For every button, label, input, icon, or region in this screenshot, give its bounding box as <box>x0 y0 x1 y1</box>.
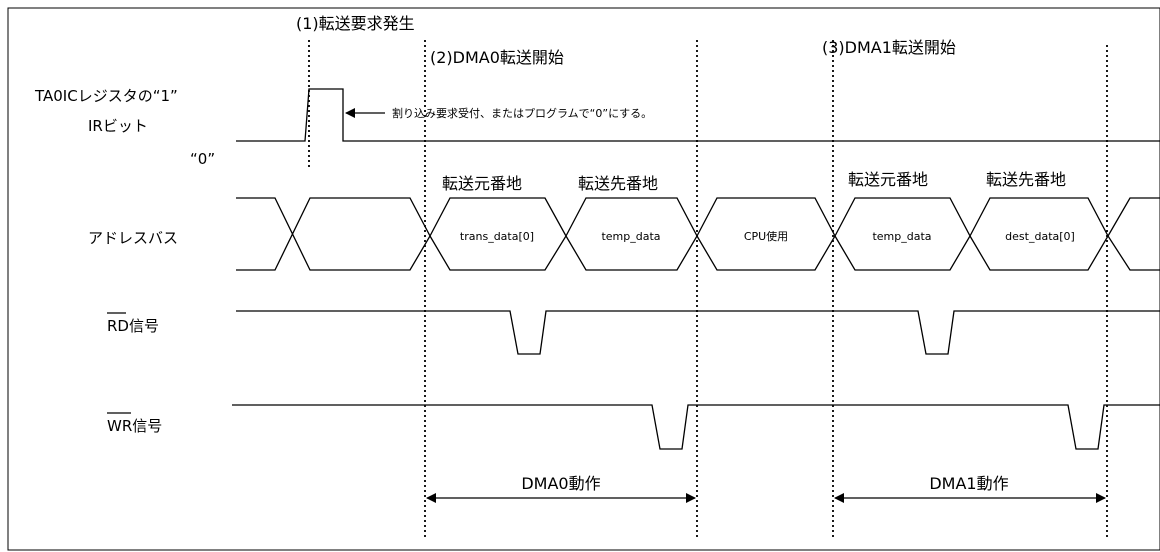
bus-segment-temp-data-1: temp_data <box>601 230 660 243</box>
bus-segment-cpu-use: CPU使用 <box>744 230 788 243</box>
bus-segment-trans-data: trans_data[0] <box>460 230 534 243</box>
source-address-header-1: 転送元番地 <box>442 174 522 193</box>
rd-signal-label: RD信号 <box>107 317 159 335</box>
ir-bit-waveform <box>236 88 1160 142</box>
destination-address-header-1: 転送先番地 <box>578 174 658 193</box>
event3-title: (3)DMA1転送開始 <box>822 38 956 57</box>
rd-signal-waveform <box>236 310 1160 355</box>
source-address-header-2: 転送元番地 <box>848 170 928 189</box>
dma1-operation-label: DMA1動作 <box>929 474 1008 493</box>
event1-title: (1)転送要求発生 <box>296 14 415 33</box>
address-bus-label: アドレスバス <box>88 229 178 247</box>
event2-title: (2)DMA0転送開始 <box>430 48 564 67</box>
destination-address-header-2: 転送先番地 <box>986 170 1066 189</box>
wr-signal-waveform <box>232 404 1160 450</box>
diagram-frame <box>7 7 1160 551</box>
dma0-operation-label: DMA0動作 <box>521 474 600 493</box>
level-zero-label: “0” <box>190 150 215 168</box>
clear-annotation: 割り込み要求受付、またはプログラムで“0”にする。 <box>392 106 652 120</box>
ir-bit-label: IRビット <box>88 117 148 135</box>
bus-segment-dest-data: dest_data[0] <box>1005 230 1075 243</box>
address-bus-waveform <box>236 197 1160 271</box>
ta0ic-label: TA0ICレジスタの“1” <box>34 87 178 105</box>
wr-signal-label: WR信号 <box>107 417 162 435</box>
bus-segment-temp-data-2: temp_data <box>872 230 931 243</box>
